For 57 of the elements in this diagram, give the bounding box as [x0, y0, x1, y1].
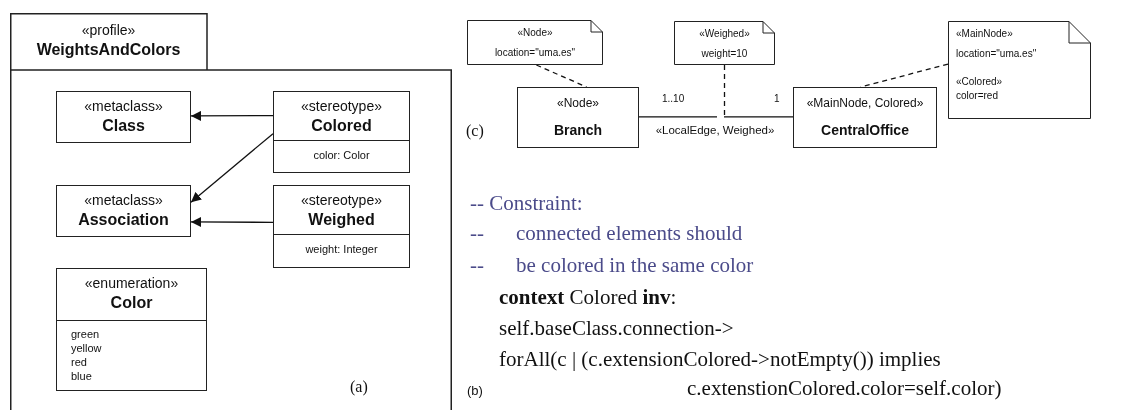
ocl-code-line: self.baseClass.connection->: [499, 316, 734, 341]
stereotype-label: «Colored»: [956, 75, 1004, 89]
extension-arrow: [190, 133, 274, 203]
class-box: [56, 91, 191, 143]
extension-arrow: [190, 216, 274, 227]
enum-literal: blue: [71, 369, 93, 383]
comment-marker: --: [470, 253, 484, 278]
class-name: Weighed: [307, 210, 376, 229]
instance-box: [517, 87, 639, 148]
instance-box: [793, 87, 937, 148]
instance-name: Branch: [552, 123, 604, 138]
stereotype-label: «metaclass»: [83, 191, 164, 210]
tagged-value: weight=10: [700, 47, 749, 61]
stereotype-label: «MainNode»: [956, 27, 1014, 41]
ocl-code-line: context Colored inv:: [499, 285, 677, 310]
extension-arrow: [190, 110, 274, 121]
stereotype-label: «stereotype»: [300, 97, 383, 116]
class-box: [273, 185, 410, 268]
attribute-text: color: Color: [312, 148, 371, 163]
class-name: Class: [101, 116, 146, 135]
panel-label: (b): [467, 382, 483, 399]
panel-label: (c): [466, 121, 484, 141]
stereotype-label: «enumeration»: [83, 274, 180, 293]
ocl-comment: connected elements should: [516, 221, 743, 246]
tagged-value: color=red: [956, 89, 999, 103]
tagged-value: location="uma.es": [956, 47, 1038, 61]
enum-literal: yellow: [71, 341, 103, 355]
multiplicity-label: 1: [774, 92, 780, 106]
panel-label: (a): [350, 377, 368, 397]
dashed-connector: [535, 64, 588, 88]
class-box: [56, 268, 207, 391]
attribute-text: weight: Integer: [304, 242, 379, 257]
stereotype-label: «stereotype»: [300, 191, 383, 210]
package-name: WeightsAndColors: [35, 40, 182, 59]
class-name: Color: [109, 293, 154, 312]
stereotype-label: «Weighed»: [698, 27, 751, 41]
ocl-code-line: forAll(c | (c.extensionColored->notEmpty()) implies: [499, 347, 941, 372]
instance-name: CentralOffice: [820, 123, 910, 138]
dashed-connector: [723, 64, 726, 117]
stereotype-label: «profile»: [80, 21, 137, 40]
multiplicity-label: 1..10: [662, 92, 685, 106]
tagged-value: location="uma.es": [493, 46, 577, 60]
enum-literal: green: [71, 327, 101, 341]
ocl-code-line: c.extenstionColored.color=self.color): [687, 376, 1002, 401]
class-name: Association: [77, 210, 170, 229]
enum-literal: red: [71, 355, 88, 369]
stereotype-label: «Node»: [555, 96, 600, 111]
stereotype-label: «metaclass»: [83, 97, 164, 116]
stereotype-label: «MainNode, Colored»: [805, 96, 925, 111]
ocl-comment: be colored in the same color: [516, 253, 754, 278]
class-box: [56, 185, 191, 237]
stereotype-label: «Node»: [516, 26, 554, 40]
class-name: Colored: [310, 116, 373, 135]
class-box: [273, 91, 410, 173]
ocl-comment: -- Constraint:: [470, 191, 583, 216]
comment-marker: --: [470, 221, 484, 246]
association-line: [638, 116, 794, 118]
